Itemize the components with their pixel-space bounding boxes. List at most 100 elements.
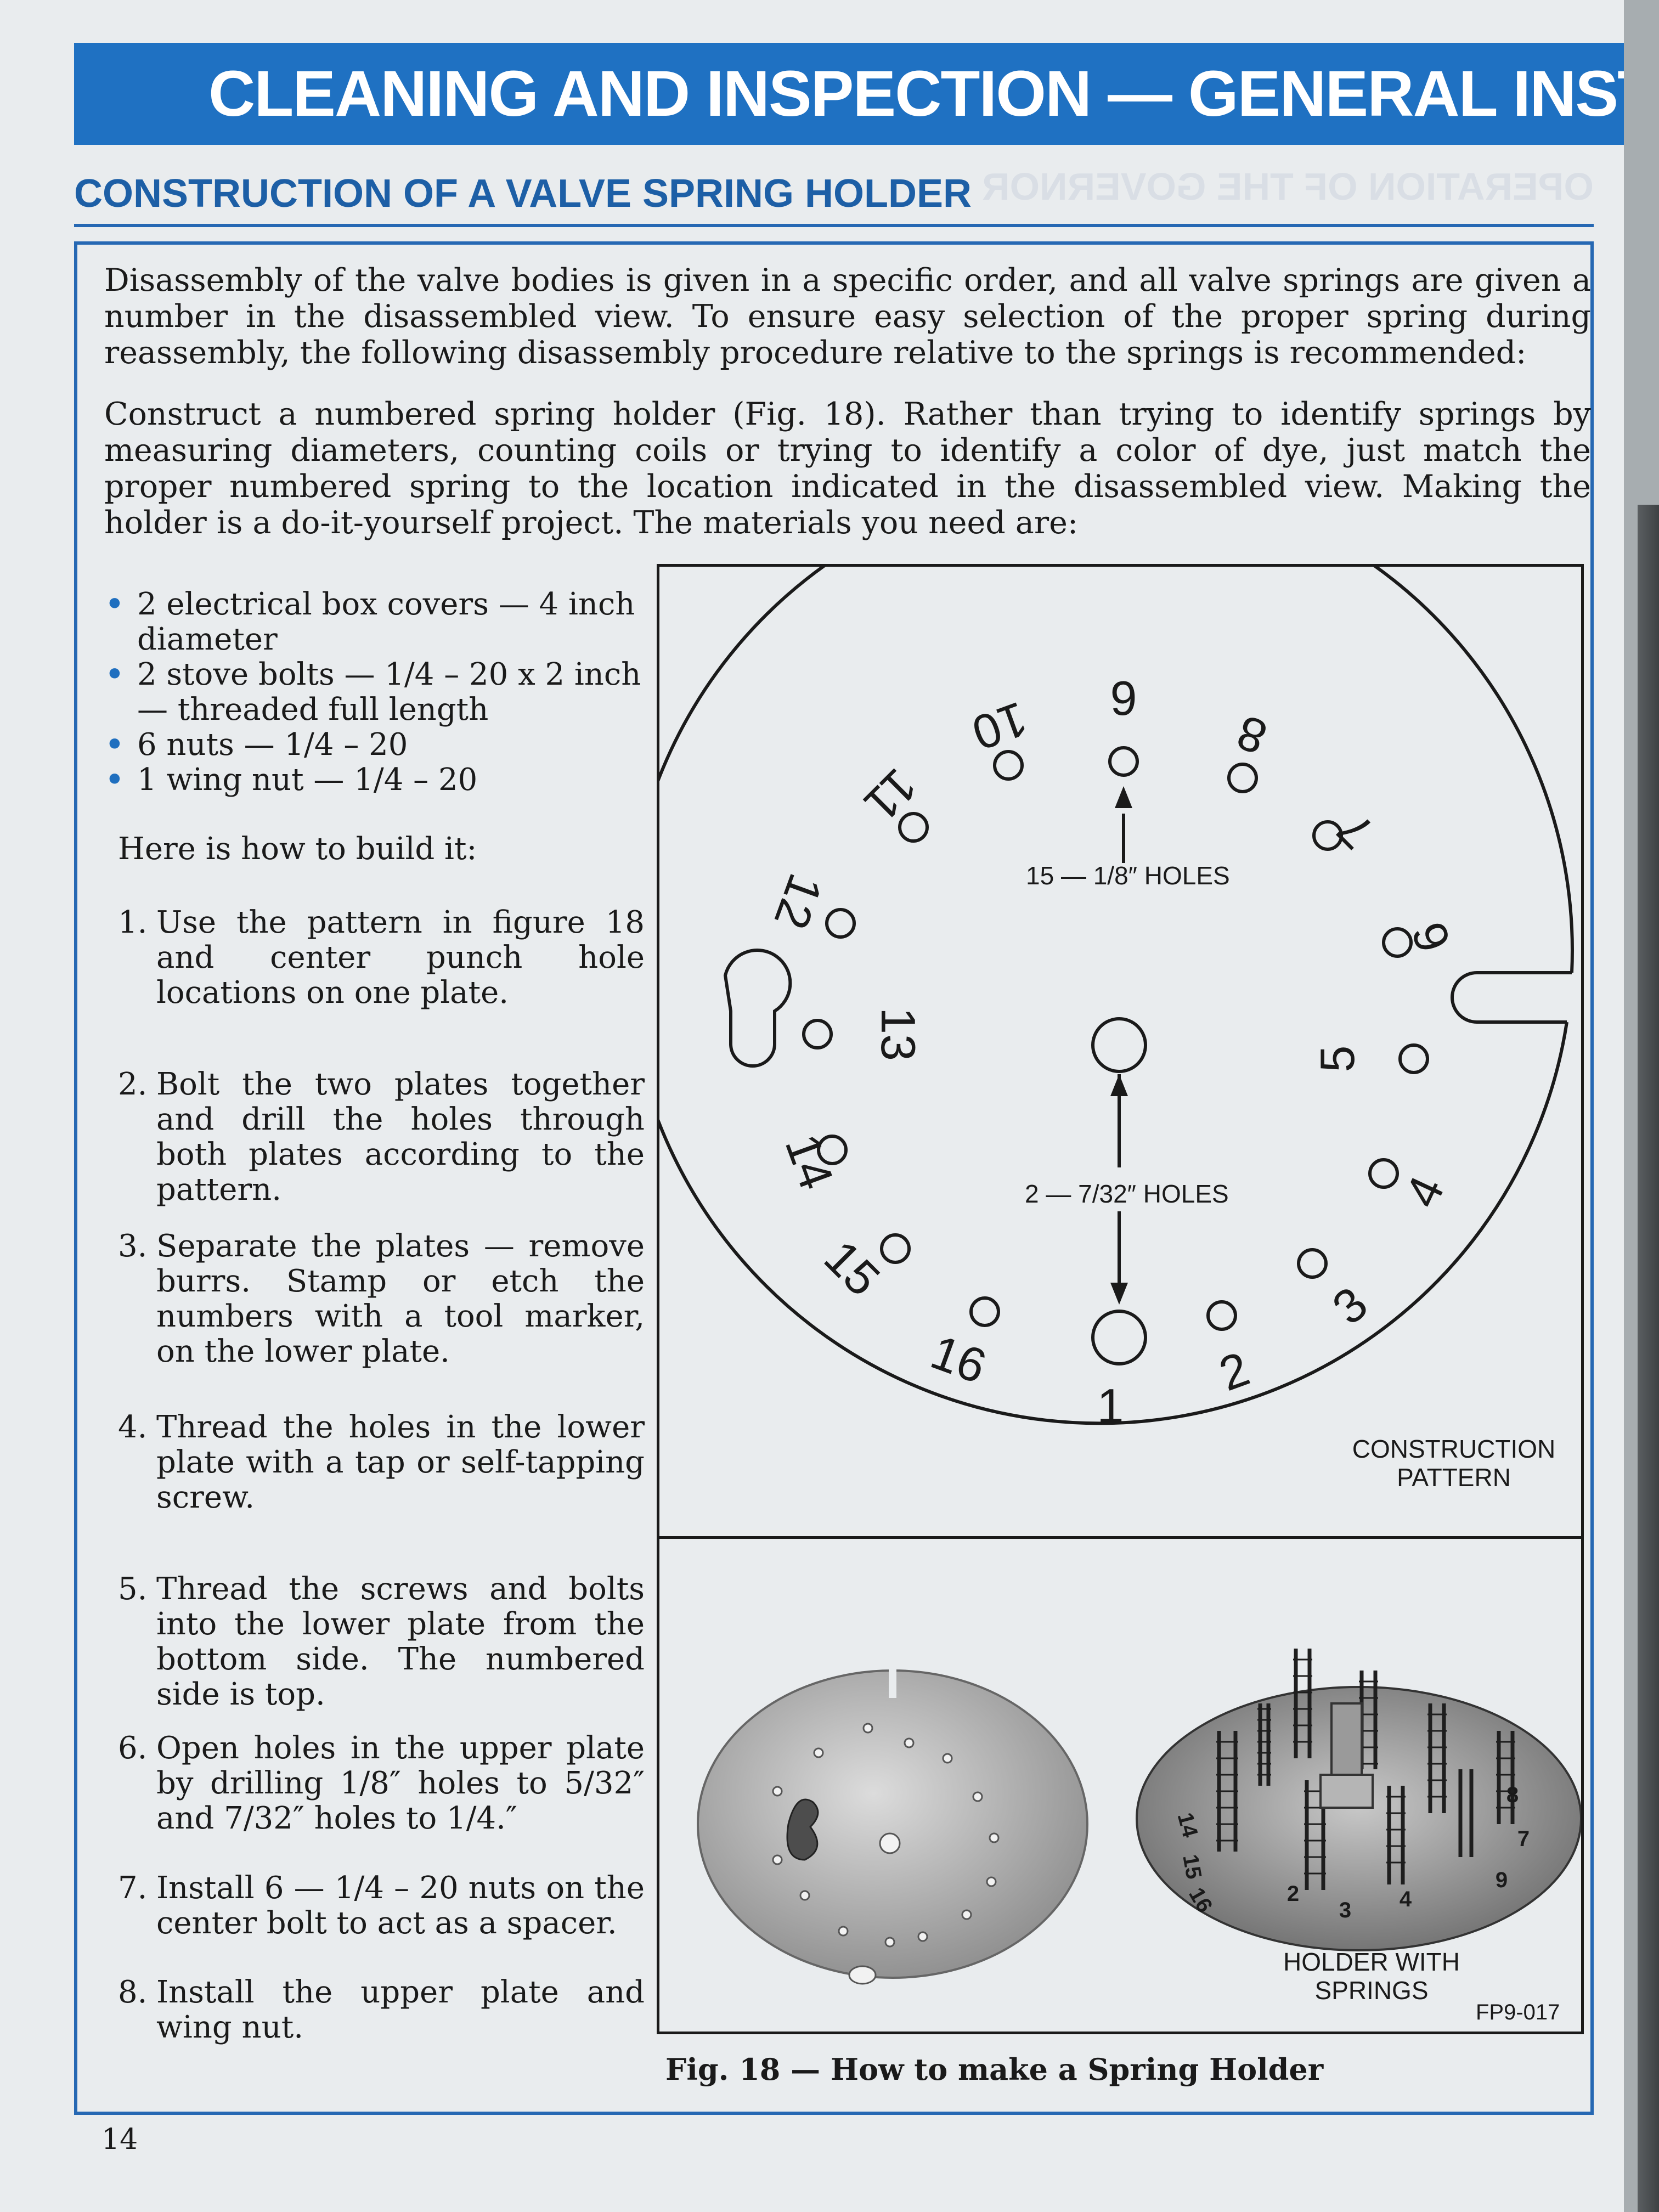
hole-number-5: 5 <box>1310 1046 1364 1073</box>
step-text: Thread the screws and bolts into the low… <box>156 1571 645 1712</box>
small-hole <box>1382 927 1413 958</box>
step-item: 2.Bolt the two plates together and drill… <box>118 1067 645 1207</box>
holder-label-line: SPRINGS <box>1314 1976 1429 2005</box>
content-frame <box>74 241 1594 2115</box>
small-hole <box>1227 763 1258 793</box>
step-item: 6.Open holes in the upper plate by drill… <box>118 1731 645 1836</box>
photo-number: 9 <box>1496 1868 1508 1892</box>
bleed-through-text: OPERATION OF THE GOVERNOR <box>982 165 1594 208</box>
photo-number: 15 <box>1178 1853 1206 1881</box>
holder-label-line: HOLDER WITH <box>1283 1948 1460 1976</box>
step-text: Open holes in the upper plate by drillin… <box>156 1730 645 1836</box>
step-text: Install 6 — 1/4 – 20 nuts on the center … <box>156 1870 645 1941</box>
step-text: Bolt the two plates together and drill t… <box>156 1066 645 1207</box>
small-hole <box>1206 1300 1237 1331</box>
materials-list: 2 electrical box covers — 4 inch diamete… <box>104 587 653 798</box>
hole-number-1: 1 <box>1097 1379 1124 1433</box>
small-hole <box>993 750 1024 781</box>
step-number: 3. <box>118 1228 148 1264</box>
plate-center-hole <box>879 1832 901 1854</box>
holder-label: HOLDER WITH SPRINGS <box>1262 1948 1481 2005</box>
wing-nut <box>786 1798 819 1861</box>
plate-notch <box>889 1668 896 1698</box>
hole-number-13: 13 <box>871 1007 926 1061</box>
spring <box>1497 1731 1515 1824</box>
hole-number-10: 10 <box>966 691 1035 761</box>
materials-item: 1 wing nut — 1/4 – 20 <box>104 763 653 798</box>
hole-numbers: 1 2 3 4 5 6 7 8 9 10 11 12 13 14 15 16 <box>764 671 1461 1433</box>
section-divider <box>74 224 1594 227</box>
small-holes <box>802 746 1429 1331</box>
photo-number: 3 <box>1339 1898 1351 1922</box>
step-text: Use the pattern in figure 18 and center … <box>156 905 645 1011</box>
keyhole-slot <box>723 949 792 1068</box>
plate-disc <box>697 1669 1088 1979</box>
step-text: Thread the holes in the lower plate with… <box>156 1409 645 1515</box>
hole-number-15: 15 <box>814 1230 890 1306</box>
pattern-label: CONSTRUCTION PATTERN <box>1350 1435 1558 1492</box>
photo-number: 4 <box>1400 1887 1412 1911</box>
small-hole <box>1108 746 1139 777</box>
hole-number-6: 6 <box>1401 916 1461 960</box>
page-number: 14 <box>101 2123 138 2156</box>
small-hole <box>1312 820 1343 851</box>
step-number: 7. <box>118 1870 148 1906</box>
figure-code: FP9-017 <box>1476 2000 1560 2024</box>
step-number: 6. <box>118 1730 148 1766</box>
construction-pattern-diagram: 1 2 3 4 5 6 7 8 9 10 11 12 13 14 15 16 <box>659 567 1574 1433</box>
small-hole <box>898 812 929 843</box>
small-hole <box>817 1135 848 1165</box>
spring <box>1387 1786 1405 1884</box>
large-hole <box>1091 1310 1147 1365</box>
arrow-head <box>1110 1283 1128 1305</box>
holder-photo: 2 3 4 7 8 9 14 15 16 <box>1136 1649 1581 1951</box>
hole-number-16: 16 <box>924 1324 994 1394</box>
spring <box>1458 1769 1474 1857</box>
hole-number-12: 12 <box>764 867 833 936</box>
section-title: CONSTRUCTION OF A VALVE SPRING HOLDER <box>74 172 972 216</box>
large-hole <box>1091 1017 1147 1073</box>
small-hole <box>880 1233 911 1264</box>
photo-number: 8 <box>1506 1783 1519 1807</box>
large-holes-label: 2 — 7/32″ HOLES <box>1025 1180 1229 1208</box>
spring <box>1258 1703 1271 1786</box>
photo-number: 2 <box>1287 1882 1299 1906</box>
photo-panel: 2 3 4 7 8 9 14 15 16 <box>697 1649 1581 1985</box>
step-item: 1.Use the pattern in figure 18 and cente… <box>118 905 645 1011</box>
step-number: 5. <box>118 1571 148 1607</box>
materials-item: 2 stove bolts — 1/4 – 20 x 2 inch — thre… <box>104 657 653 727</box>
materials-item: 2 electrical box covers — 4 inch diamete… <box>104 587 653 657</box>
intro-paragraph-1: Disassembly of the valve bodies is given… <box>104 262 1591 371</box>
small-hole <box>969 1296 1000 1327</box>
arrow-head <box>1115 786 1132 808</box>
step-text: Install the upper plate and wing nut. <box>156 1974 645 2045</box>
step-item: 7.Install 6 — 1/4 – 20 nuts on the cente… <box>118 1871 645 1941</box>
step-item: 4.Thread the holes in the lower plate wi… <box>118 1410 645 1515</box>
plate-keyhole <box>848 1965 877 1985</box>
spring-coils <box>1216 1658 1515 1875</box>
howto-heading: Here is how to build it: <box>118 831 477 867</box>
small-hole <box>1368 1158 1399 1189</box>
small-hole <box>1297 1248 1328 1279</box>
hole-number-2: 2 <box>1212 1341 1256 1401</box>
plate-photo <box>697 1668 1088 1985</box>
figure-divider <box>657 1536 1584 1539</box>
hole-number-7: 7 <box>1327 802 1384 860</box>
hole-number-11: 11 <box>854 758 928 832</box>
page-header: CLEANING AND INSPECTION — GENERAL INSTRU… <box>74 43 1624 145</box>
pattern-label-line: PATTERN <box>1397 1463 1511 1492</box>
small-hole <box>802 1019 833 1049</box>
plate-outline <box>659 567 1574 1425</box>
figure-caption: Fig. 18 — How to make a Spring Holder <box>665 2052 1324 2087</box>
step-item: 8.Install the upper plate and wing nut. <box>118 1975 645 2045</box>
step-number: 2. <box>118 1066 148 1102</box>
holder-disc <box>1136 1686 1581 1951</box>
hole-number-4: 4 <box>1394 1168 1454 1215</box>
hole-number-9: 9 <box>1110 671 1137 725</box>
figure-frame <box>657 564 1584 2034</box>
plate-slot <box>1451 971 1572 1024</box>
hole-number-8: 8 <box>1230 705 1274 765</box>
step-number: 1. <box>118 905 148 940</box>
step-item: 5.Thread the screws and bolts into the l… <box>118 1572 645 1712</box>
small-hole <box>825 908 856 939</box>
